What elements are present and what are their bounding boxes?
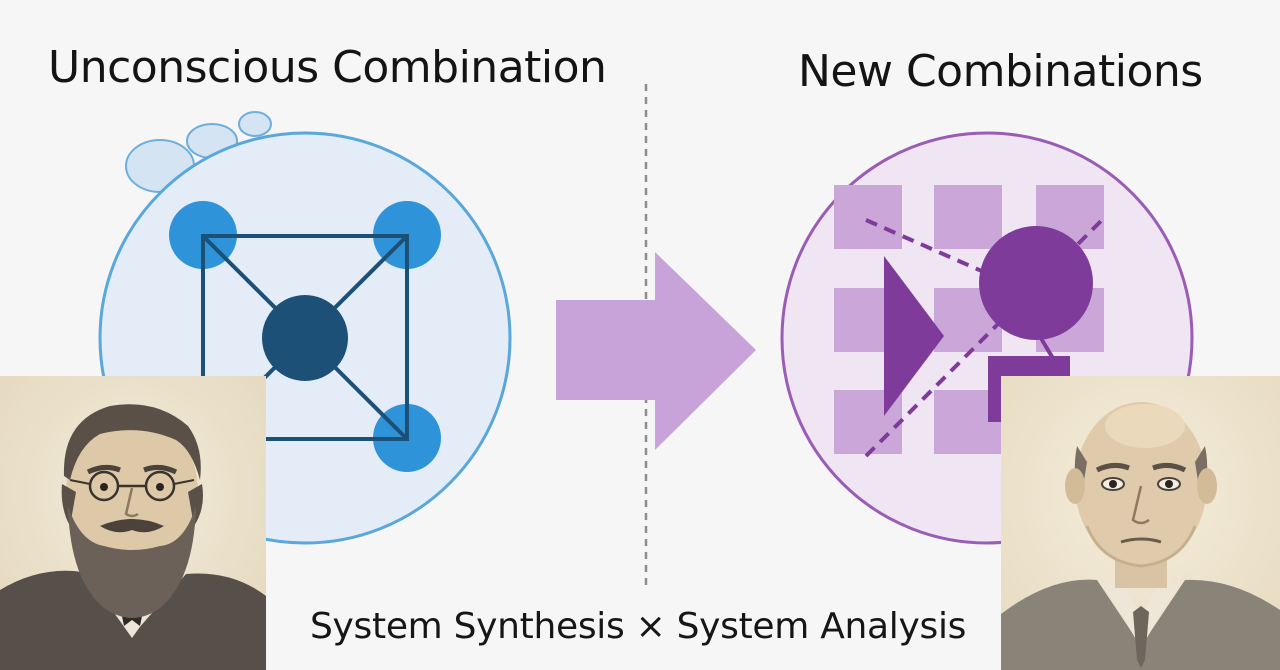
bald-man-in-suit-portrait (1001, 376, 1280, 670)
right-title: New Combinations (798, 46, 1203, 97)
bottom-caption: System Synthesis × System Analysis (310, 606, 967, 647)
grid-square (834, 185, 902, 249)
grid-square (934, 185, 1002, 249)
circle-shape (979, 226, 1093, 340)
graph-square-edges (201, 234, 409, 441)
dashed-connector (865, 218, 1003, 282)
portrait-left-drawing (0, 376, 266, 670)
thought-bubble-small (238, 111, 272, 137)
left-title: Unconscious Combination (48, 42, 607, 93)
bearded-man-with-glasses-portrait (0, 376, 266, 670)
network-graph-icon (169, 201, 441, 472)
portrait-right-drawing (1001, 376, 1280, 670)
triangle-shape (884, 256, 944, 416)
graph-center-node (262, 295, 348, 381)
right-arrow-icon (556, 252, 756, 450)
